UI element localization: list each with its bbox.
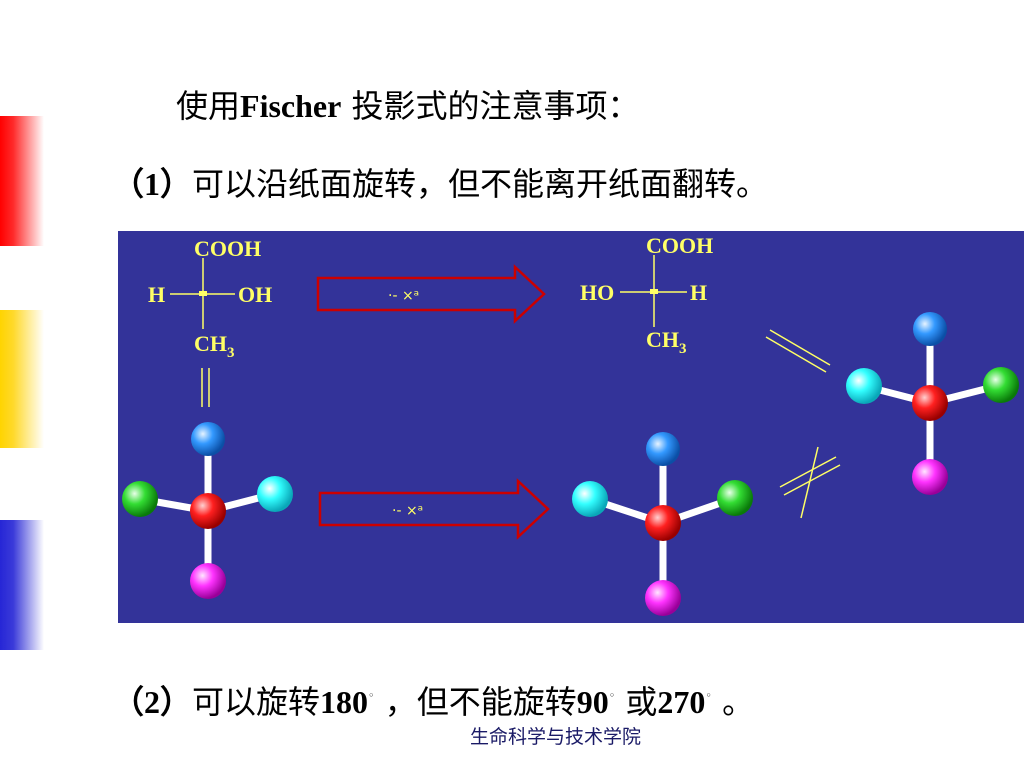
angle-270: 270: [657, 684, 706, 720]
note-2-text-c: 或: [615, 683, 658, 721]
slide-title: 使用Fischer 投影式的注意事项：: [176, 82, 640, 130]
fischer-right-bottom-label: CH3: [646, 327, 687, 357]
atom-center-red: [190, 493, 226, 529]
atom-cyan: [257, 476, 293, 512]
degree-symbol: ◦: [368, 689, 375, 702]
atom-green: [122, 481, 158, 517]
atom-blue: [913, 312, 947, 346]
angle-90: 90: [576, 684, 609, 720]
decorative-bar-yellow: [0, 310, 44, 448]
note-1-text: 可以沿纸面旋转，但不能离开纸面翻转。: [192, 165, 769, 203]
arrow-top-label: ·- ×ᵃ: [388, 288, 419, 304]
title-prefix: 使用: [176, 87, 241, 125]
equivalence-sign-vertical: [201, 368, 210, 407]
fischer-left-top-label: COOH: [194, 236, 261, 261]
note-rotate-in-plane: （1）可以沿纸面旋转，但不能离开纸面翻转。: [112, 160, 768, 208]
fischer-left-bottom-label: CH3: [194, 331, 235, 361]
atom-magenta: [912, 459, 948, 495]
atom-cyan: [846, 368, 882, 404]
rotation-arrow-bottom: ·- ×ᵃ: [318, 478, 550, 540]
note-2-number: （2）: [112, 684, 193, 720]
arrow-bottom-label: ·- ×ᵃ: [392, 503, 423, 519]
fischer-projection-left: COOH H OH CH3: [148, 236, 272, 361]
decorative-bar-blue: [0, 520, 44, 650]
not-equal-sign-diagonal: [779, 446, 841, 519]
fischer-right-right-label: H: [690, 280, 707, 305]
equivalence-sign-diagonal: [765, 329, 831, 373]
atom-green: [983, 367, 1019, 403]
angle-180: 180: [320, 684, 369, 720]
note-2-text-a: 可以旋转: [192, 683, 321, 721]
degree-symbol: ◦: [705, 689, 712, 702]
note-2-text-d: 。: [711, 683, 755, 721]
fischer-projection-right: COOH HO H CH3: [580, 233, 713, 357]
note-1-number: （1）: [112, 166, 193, 202]
molecule-model-left: [122, 422, 293, 599]
title-latin: Fischer: [240, 88, 342, 124]
fischer-right-top-label: COOH: [646, 233, 713, 258]
decorative-bar-red: [0, 116, 44, 246]
fischer-diagram: COOH H OH CH3 ·- ×ᵃ COOH HO H CH3: [122, 233, 1019, 616]
fischer-diagram-panel: COOH H OH CH3 ·- ×ᵃ COOH HO H CH3: [118, 231, 1024, 623]
note-2-text-b: ，但不能旋转: [374, 683, 577, 721]
atom-blue: [191, 422, 225, 456]
footer-institution: 生命科学与技术学院: [470, 726, 642, 748]
atom-green: [717, 480, 753, 516]
atom-magenta: [645, 580, 681, 616]
atom-center-red: [645, 505, 681, 541]
atom-blue: [646, 432, 680, 466]
note-rotation-angles: （2）可以旋转180◦ ，但不能旋转90◦ 或270◦ 。: [112, 672, 754, 726]
fischer-right-left-label: HO: [580, 280, 614, 305]
atom-center-red: [912, 385, 948, 421]
atom-magenta: [190, 563, 226, 599]
rotation-arrow-top: ·- ×ᵃ: [316, 264, 546, 324]
fischer-left-left-label: H: [148, 282, 165, 307]
atom-cyan: [572, 481, 608, 517]
fischer-left-right-label: OH: [238, 282, 272, 307]
molecule-model-middle: [572, 432, 753, 616]
degree-symbol: ◦: [608, 689, 616, 702]
title-suffix: 投影式的注意事项：: [341, 87, 640, 125]
molecule-model-right: [846, 312, 1019, 495]
